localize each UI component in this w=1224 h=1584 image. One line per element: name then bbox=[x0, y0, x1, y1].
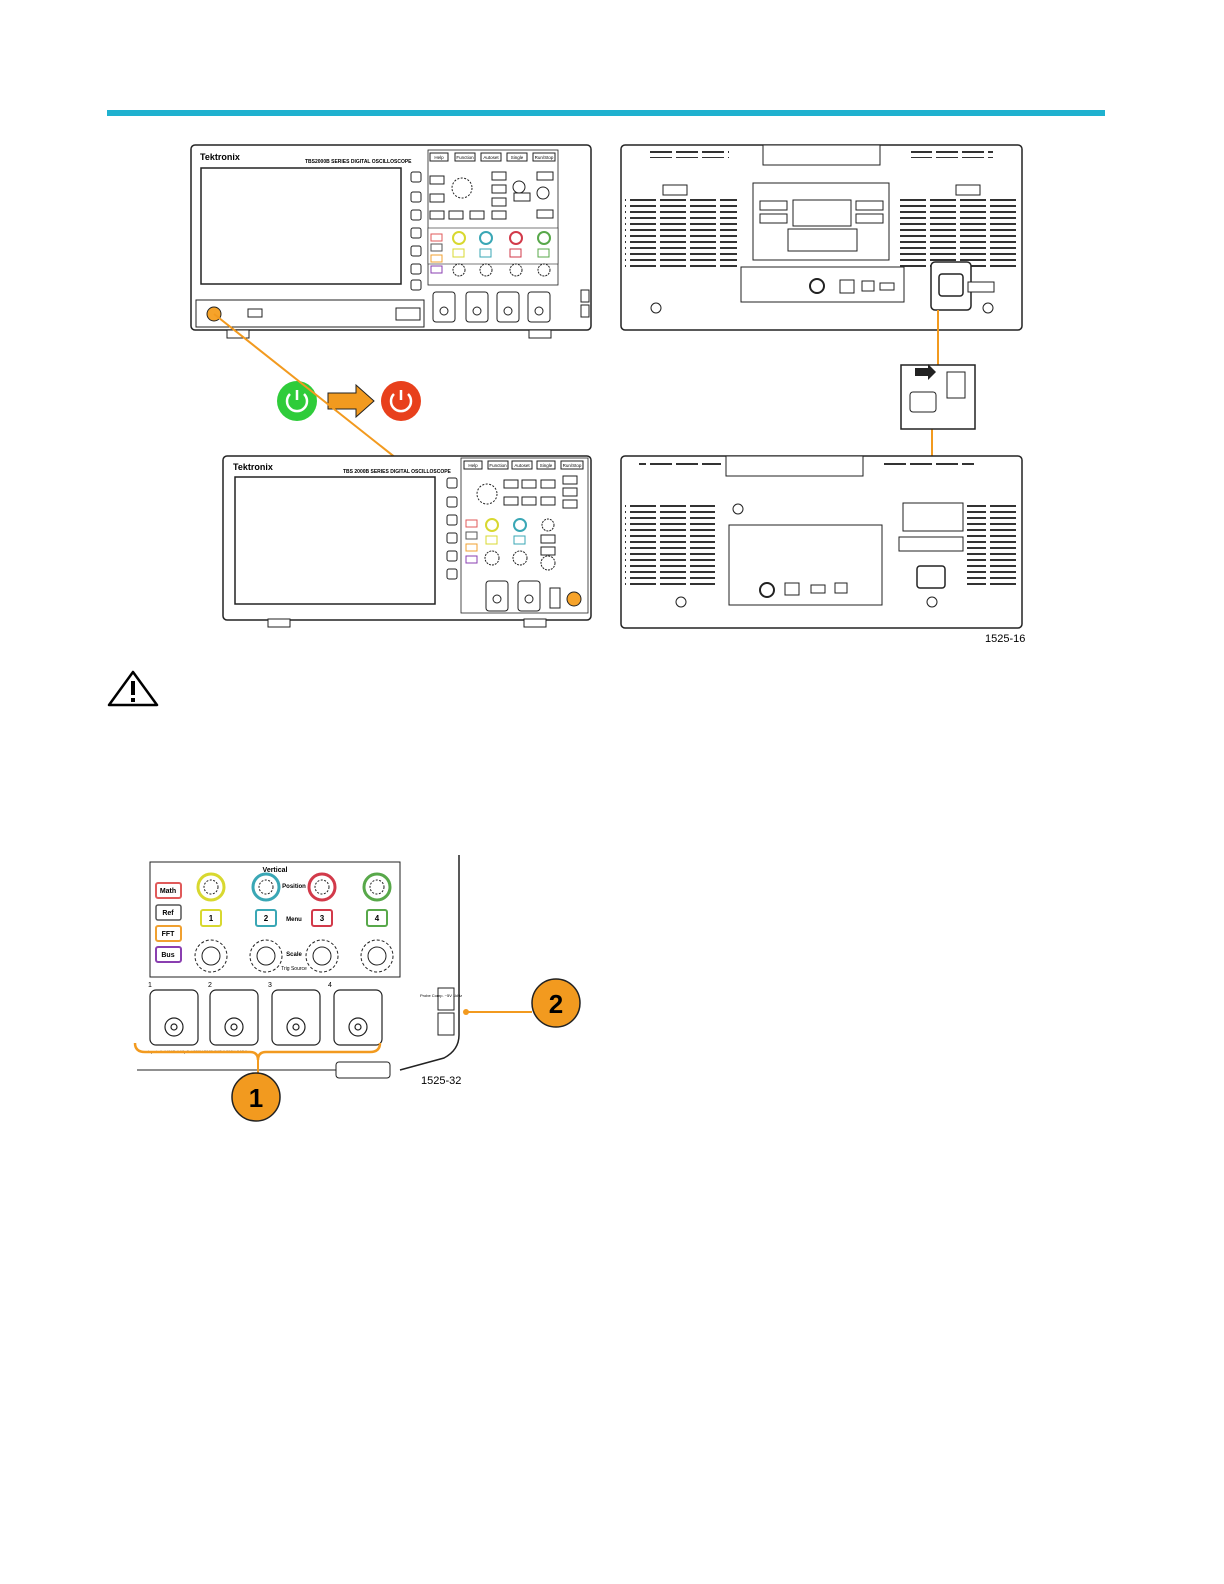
warning-icon bbox=[107, 670, 159, 707]
svg-text:2: 2 bbox=[549, 989, 563, 1019]
btn-function: Function bbox=[456, 155, 474, 160]
power-off-icon bbox=[381, 381, 421, 421]
btn-ch4: 4 bbox=[375, 914, 380, 923]
svg-text:Function: Function bbox=[489, 463, 507, 468]
display-screen bbox=[200, 167, 402, 285]
power-sequence bbox=[277, 381, 421, 421]
figure-id-top: 1525-16 bbox=[985, 633, 1025, 645]
svg-text:2: 2 bbox=[208, 982, 212, 989]
vertical-title: Vertical bbox=[263, 867, 288, 874]
btn-fft: FFT bbox=[162, 931, 176, 938]
arrow-icon bbox=[327, 383, 375, 419]
btn-ch2: 2 bbox=[264, 914, 269, 923]
brand-label: Tektronix bbox=[200, 152, 240, 162]
btn-bus: Bus bbox=[161, 952, 174, 959]
svg-text:4: 4 bbox=[328, 982, 332, 989]
btn-ch1: 1 bbox=[209, 914, 214, 923]
callout-2 bbox=[531, 978, 581, 1028]
svg-text:TBS 2000B SERIES DIGITAL OSCI: TBS 2000B SERIES DIGITAL OSCILLOSCOPE bbox=[343, 469, 452, 475]
svg-text:Single: Single bbox=[540, 463, 553, 468]
front-panel-2ch: Tektronix TBS 2000B SERIES DIGITAL OSCIL… bbox=[222, 455, 592, 628]
svg-text:Position: Position bbox=[282, 884, 306, 890]
callout-1 bbox=[231, 1072, 281, 1122]
rear-panel-2ch bbox=[620, 455, 1023, 629]
figure-id-bottom: 1525-32 bbox=[421, 1075, 461, 1087]
svg-text:3: 3 bbox=[268, 982, 272, 989]
svg-text:Help: Help bbox=[468, 463, 478, 468]
svg-text:1: 1 bbox=[249, 1083, 263, 1113]
btn-ch3: 3 bbox=[320, 914, 325, 923]
svg-text:Scale: Scale bbox=[286, 952, 302, 958]
btn-runstop: Run/Stop bbox=[535, 155, 554, 160]
front-panel-4ch: Tektronix TBS2000B SERIES DIGITAL OSCILL… bbox=[190, 144, 592, 339]
vertical-controls-figure: Vertical Math Ref FFT Bus Position 1 2 3 bbox=[133, 855, 581, 1122]
power-cord-inset bbox=[900, 364, 976, 430]
svg-text:Tektronix: Tektronix bbox=[233, 462, 273, 472]
model-label: TBS2000B SERIES DIGITAL OSCILLOSCOPE bbox=[305, 159, 412, 165]
rear-panel-4ch bbox=[620, 144, 1023, 331]
svg-text:Probe Comp. ~5V 1kHz: Probe Comp. ~5V 1kHz bbox=[420, 993, 462, 998]
svg-text:Autoset: Autoset bbox=[514, 463, 530, 468]
btn-single: Single bbox=[511, 155, 524, 160]
svg-text:Menu: Menu bbox=[286, 917, 302, 923]
power-on-icon bbox=[277, 381, 317, 421]
btn-autoset: Autoset bbox=[483, 155, 499, 160]
svg-text:Run/Stop: Run/Stop bbox=[563, 463, 582, 468]
btn-math: Math bbox=[160, 888, 176, 895]
svg-text:Trig Source: Trig Source bbox=[281, 966, 307, 972]
section-header-rule bbox=[107, 110, 1105, 116]
bezel-buttons bbox=[410, 171, 422, 291]
btn-ref: Ref bbox=[162, 910, 174, 917]
btn-help: Help bbox=[434, 155, 444, 160]
svg-text:1: 1 bbox=[148, 982, 152, 989]
